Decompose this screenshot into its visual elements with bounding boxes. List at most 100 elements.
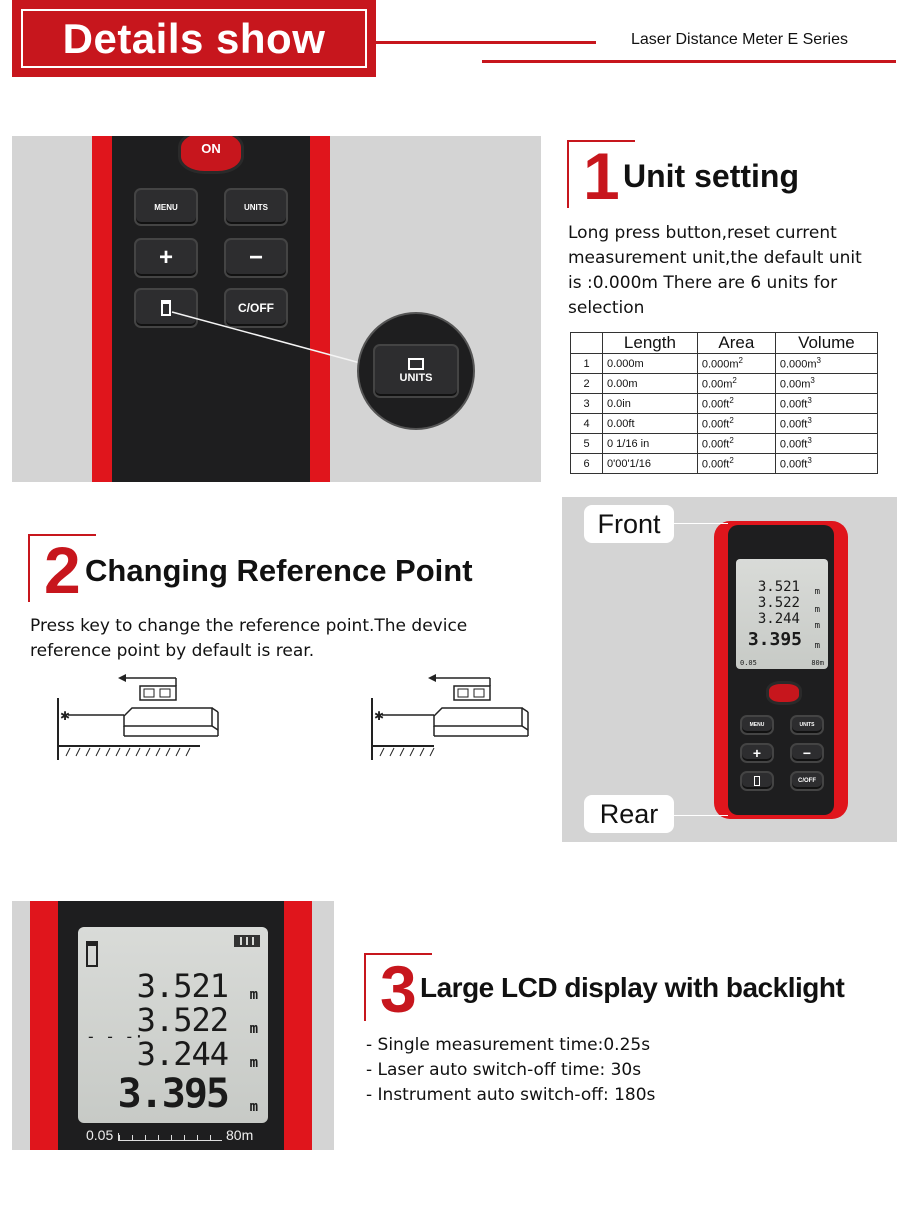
reference-point-icon — [754, 776, 760, 786]
coff-key: C/OFF — [790, 771, 824, 791]
rear-label: Rear — [584, 795, 674, 833]
reference-key — [134, 288, 198, 328]
minus-key-label: − — [802, 745, 812, 761]
section2-title: Changing Reference Point — [85, 553, 473, 588]
units-table-exponent: 2 — [738, 356, 743, 366]
units-table-value: 6 — [583, 457, 590, 470]
units-table-cell: 0.00ft3 — [774, 413, 879, 434]
units-table-cell: 0'00'1/16 — [602, 453, 698, 474]
units-table-value: 0.000m — [779, 358, 817, 371]
units-table-value: 5 — [583, 437, 590, 450]
menu-key: MENU — [134, 188, 198, 226]
units-table-cell: 1 — [570, 353, 603, 374]
units-table-exponent: 2 — [732, 376, 737, 386]
units-table-value: 0.000m — [607, 357, 644, 370]
units-table-cell: 0.00ft2 — [696, 433, 776, 454]
units-table-cell: 0.00m2 — [696, 373, 776, 394]
reference-key — [740, 771, 774, 791]
units-table-value: 0.000m — [701, 358, 739, 371]
units-table-exponent: 3 — [807, 416, 812, 426]
menu-key-label: MENU — [154, 202, 178, 212]
minus-key: − — [224, 238, 288, 278]
units-key: UNITS — [790, 715, 824, 735]
units-table-value: 0.00m — [607, 377, 638, 390]
section2-desc-line: Press key to change the reference point.… — [30, 616, 468, 636]
menu-key: MENU — [740, 715, 774, 735]
units-table-cell: 0.00ft2 — [696, 453, 776, 474]
units-table-value: 0.00ft — [779, 398, 808, 411]
rear-pointer-line — [672, 815, 728, 816]
lcd-closeup-photo: 3.521 3.522 3.244 3.395 m m m m - - -· 0… — [12, 901, 334, 1150]
lcd-scale-min: 0.05 — [86, 1127, 114, 1143]
front-label: Front — [584, 505, 674, 543]
units-table-exponent: 3 — [807, 436, 812, 446]
plus-key-label: + — [752, 745, 762, 761]
reference-point-icon — [86, 941, 98, 967]
units-table-cell: 4 — [570, 413, 603, 434]
units-table-value: 4 — [583, 417, 590, 430]
units-table-cell: 0.00ft3 — [774, 393, 879, 414]
units-table-value: 0.0in — [607, 397, 631, 410]
units-table-exponent: 2 — [729, 436, 734, 446]
reference-point-icon — [161, 300, 171, 316]
units-table-cell: 0.00m — [602, 373, 698, 394]
section1-number-frame — [567, 140, 635, 208]
units-table-exponent: 2 — [729, 416, 734, 426]
units-table-cell: 0.00ft3 — [774, 433, 879, 454]
units-icon — [408, 358, 424, 370]
units-table-cell: 0.000m3 — [774, 353, 879, 374]
lcd-unit: m — [249, 1021, 258, 1037]
front-pointer-line — [672, 523, 728, 524]
minus-key: − — [790, 743, 824, 763]
unit-keys-photo: ON MENU UNITS + − C/OFF UNITS — [12, 136, 541, 482]
svg-text:✱: ✱ — [60, 709, 70, 723]
small-lcd-unit: m — [814, 605, 820, 615]
front-reference-diagram: ✱ — [57, 674, 219, 760]
lcd-scale-ruler — [118, 1133, 222, 1141]
units-table-value: 3 — [583, 397, 590, 410]
units-table-exponent: 3 — [807, 456, 812, 466]
units-table-value: 0 1/16 in — [607, 437, 650, 450]
laser-on-button: ON — [178, 136, 244, 174]
section1-desc-line: is :0.000m There are 6 units for — [568, 273, 838, 293]
units-table-header: Length Area Volume — [570, 332, 879, 354]
units-table-cell: 3 — [570, 393, 603, 414]
plus-key: + — [134, 238, 198, 278]
small-lcd-reading: 3.522 — [757, 595, 800, 611]
units-table-cell: 0.000m2 — [696, 353, 776, 374]
units-table-value: 2 — [583, 377, 590, 390]
section2-number: 2 — [44, 533, 81, 607]
minus-key-label: − — [248, 244, 263, 271]
section3-number-frame — [364, 953, 432, 1021]
units-key-zoomed-label: UNITS — [399, 372, 433, 384]
units-table-cell: 2 — [570, 373, 603, 394]
lcd-scale-max: 80m — [226, 1127, 254, 1143]
header-rule-lower — [482, 60, 896, 63]
units-key-label: UNITS — [799, 722, 815, 728]
coff-key-label: C/OFF — [798, 778, 816, 784]
plus-key-label: + — [158, 244, 173, 271]
small-lcd-scale-max: 80m — [811, 659, 824, 667]
units-table-cell: 0.000m — [602, 353, 698, 374]
section1-desc-line: selection — [568, 298, 645, 318]
units-table-exponent: 3 — [810, 376, 815, 386]
section1-desc-line: measurement unit,the default unit — [568, 248, 862, 268]
units-table-value: 0.00ft — [779, 438, 808, 451]
units-table-cell: 0 1/16 in — [602, 433, 698, 454]
section2-description: Press key to change the reference point.… — [30, 614, 540, 664]
units-table-value: 0.00ft — [607, 417, 635, 430]
units-table-value: 0'00'1/16 — [607, 457, 651, 470]
small-lcd: 3.521 3.522 3.244 3.395 m m m m 0.05 80m — [736, 559, 828, 669]
section1-number: 1 — [583, 139, 620, 213]
svg-text:✱: ✱ — [374, 709, 384, 723]
coff-key-label: C/OFF — [238, 301, 274, 315]
section3-title: Large LCD display with backlight — [420, 972, 845, 1003]
units-table-cell: 0.0in — [602, 393, 698, 414]
small-lcd-unit: m — [814, 641, 820, 651]
lcd-main-reading: 3.395 — [117, 1071, 230, 1117]
